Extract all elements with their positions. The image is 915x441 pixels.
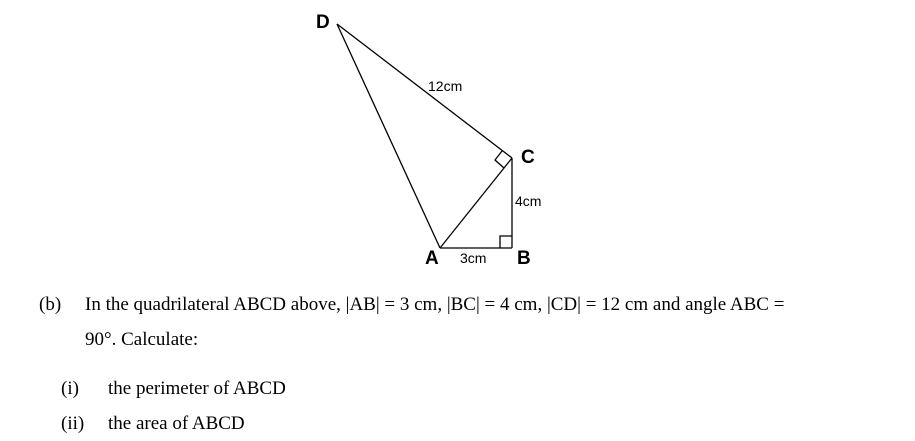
diagonal-ac: [439, 157, 513, 249]
vertex-label-a: A: [425, 248, 439, 269]
vertex-label-c: C: [521, 147, 535, 168]
question-b-marker: (b): [39, 294, 62, 315]
subpart-i-text: the perimeter of ABCD: [108, 378, 286, 399]
length-label-bc: 4cm: [515, 193, 541, 209]
vertex-label-b: B: [517, 248, 531, 269]
question-b-text-line-1: In the quadrilateral ABCD above, |AB| = …: [85, 294, 785, 315]
right-angle-marker-b: [499, 235, 512, 248]
length-label-cd: 12cm: [428, 78, 462, 94]
question-b-text-line-2: 90°. Calculate:: [85, 329, 199, 350]
subpart-ii-marker: (ii): [61, 413, 85, 434]
subpart-ii-text: the area of ABCD: [108, 413, 245, 434]
right-angle-marker-c: [494, 150, 505, 169]
vertex-label-d: D: [316, 12, 330, 33]
side-da: [336, 23, 441, 249]
subpart-i-marker: (i): [61, 378, 79, 399]
side-cd: [336, 23, 513, 159]
length-label-ab: 3cm: [460, 250, 486, 266]
quadrilateral-diagram: D C A B 12cm 4cm 3cm: [316, 12, 541, 269]
